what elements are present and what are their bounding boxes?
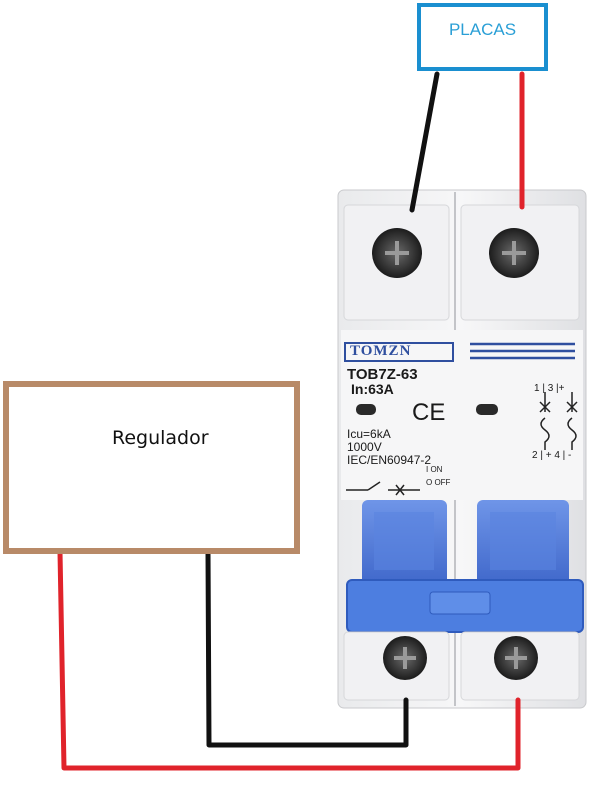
switch-symbol bbox=[346, 481, 420, 496]
off-label: O OFF bbox=[426, 478, 451, 487]
indicator-left bbox=[356, 404, 376, 415]
regulador-box: Regulador bbox=[3, 381, 300, 554]
pole-schematic bbox=[539, 392, 578, 450]
screw-slot-top-right bbox=[502, 241, 526, 265]
indicator-right bbox=[476, 404, 498, 415]
terminal-bottom-label: 2 | + 4 | - bbox=[532, 450, 572, 461]
breaker-icu: Icu=6kA bbox=[347, 427, 391, 441]
placas-label: PLACAS bbox=[448, 20, 517, 39]
on-label: I ON bbox=[426, 465, 443, 474]
wire-negative-placas bbox=[409, 71, 440, 213]
ce-mark: CE bbox=[412, 399, 446, 426]
terminal-top-label: 1 | 3 |+ bbox=[534, 383, 565, 394]
placas-box: PLACAS bbox=[417, 3, 548, 71]
brand-box bbox=[344, 342, 454, 362]
breaker-model: TOB7Z-63 bbox=[347, 366, 418, 383]
breaker-rating: In:63A bbox=[351, 381, 394, 397]
screw-slot-top-left bbox=[385, 241, 409, 265]
breaker-brand: TOMZN bbox=[350, 343, 412, 359]
breaker bbox=[337, 189, 587, 709]
breaker-standard: IEC/EN60947-2 bbox=[347, 453, 432, 467]
wire-negative-regulador bbox=[205, 549, 409, 748]
breaker-voltage: 1000V bbox=[347, 440, 382, 454]
wire-positive-regulador bbox=[57, 549, 521, 771]
regulador-label: Regulador bbox=[112, 427, 209, 449]
